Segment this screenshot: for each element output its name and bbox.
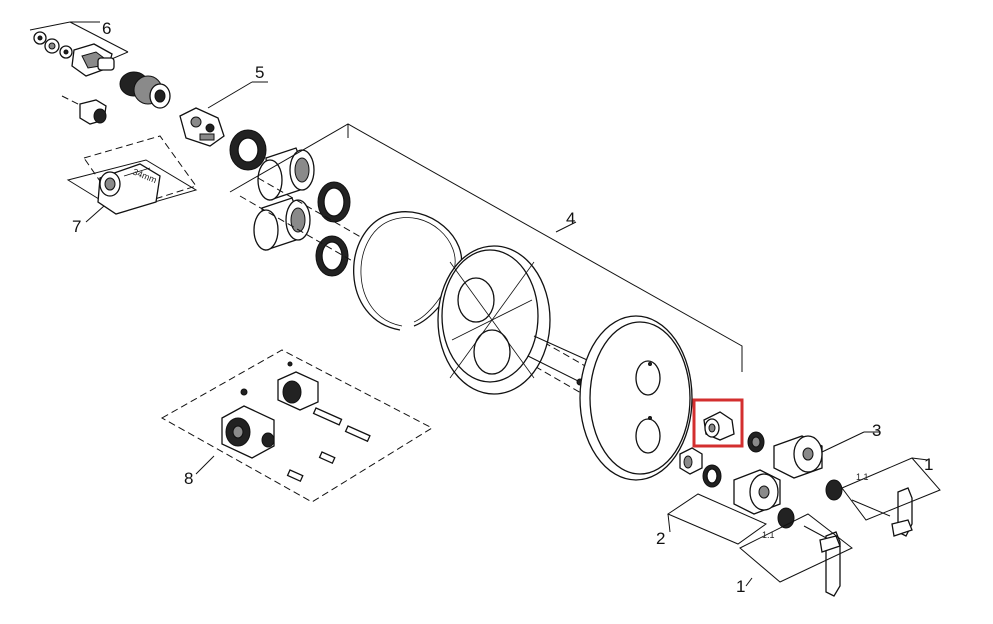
bushings-and-seals <box>229 129 351 277</box>
callout-6: 6 <box>102 19 111 38</box>
cartridge-body <box>221 388 275 459</box>
group-1-upper: 1 1.1 <box>825 455 941 537</box>
highlight-box <box>692 398 744 448</box>
callout-5: 5 <box>255 63 264 82</box>
sub-label-lower: 1.1 <box>762 530 775 540</box>
o-ring-lower <box>315 235 349 277</box>
socket-tool: 34mm <box>97 163 161 215</box>
callout-4: 4 <box>566 209 575 228</box>
bushing-lower <box>253 197 311 251</box>
mounting-plate <box>437 245 551 395</box>
trim-plate <box>579 315 693 481</box>
group-8-spares: 8 <box>160 349 434 503</box>
o-ring-small <box>702 464 722 488</box>
group-1-lower: 1 1.1 <box>736 507 853 597</box>
group-6-parts: 6 <box>29 19 171 125</box>
group-2-parts: 2 <box>656 447 781 548</box>
group-3-parts: 3 <box>747 421 881 479</box>
cap-small <box>61 95 107 125</box>
callout-2: 2 <box>656 529 665 548</box>
callout-1-lower: 1 <box>736 577 745 596</box>
group-5-parts: 5 <box>179 63 268 147</box>
callout-7: 7 <box>72 217 81 236</box>
bushing-upper <box>257 147 315 201</box>
group-7-tool: 34mm 7 <box>66 135 198 236</box>
spindle-pins <box>286 407 371 483</box>
callout-8: 8 <box>184 469 193 488</box>
small-screw-cluster <box>33 31 115 77</box>
group-4-assembly: 4 <box>229 123 743 405</box>
ring-nut-upper <box>229 129 267 171</box>
callout-3: 3 <box>872 421 881 440</box>
callout-1-upper: 1 <box>924 455 933 474</box>
adapter-sleeve[interactable] <box>703 411 735 441</box>
cartridge-small <box>277 361 319 411</box>
sleeve-large <box>733 469 781 515</box>
valve-cartridge-large <box>119 71 171 109</box>
small-spindle <box>679 447 703 475</box>
o-ring-upper <box>317 181 351 223</box>
sub-label-upper: 1.1 <box>856 472 869 482</box>
